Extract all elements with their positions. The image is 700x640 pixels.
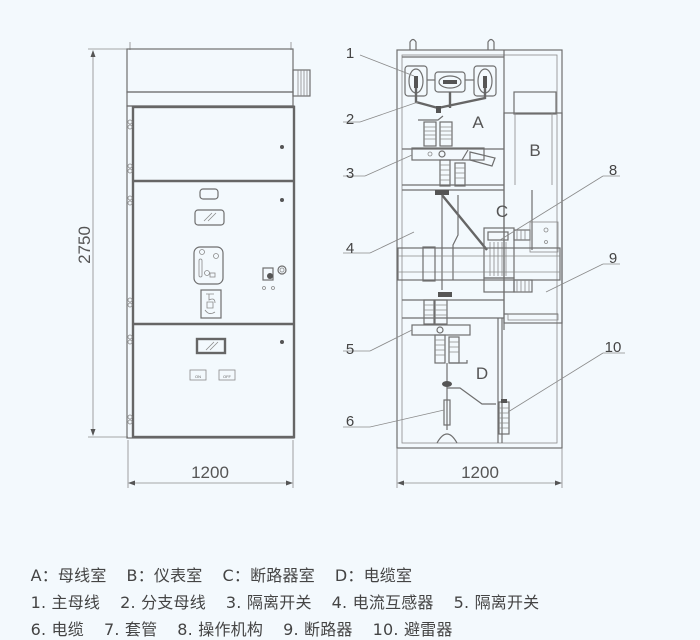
legend-item: 8. 操作机构 <box>177 620 264 639</box>
cable <box>436 363 496 444</box>
indicator-lamp <box>199 188 219 200</box>
compartment-label-c: C <box>496 202 508 221</box>
circuit-breaker <box>397 190 561 293</box>
side-width-dimension-label: 1200 <box>461 463 499 482</box>
legend-item: 5. 隔离开关 <box>453 593 540 612</box>
mimic-diagram <box>200 289 222 319</box>
off-button[interactable] <box>218 369 236 381</box>
branch-busbar <box>414 88 487 110</box>
front-view: 2750 <box>75 42 311 488</box>
legend-item: 6. 电缆 <box>30 620 84 639</box>
legend-item: 3. 隔离开关 <box>225 593 312 612</box>
legend-components-1: 1. 主母线 2. 分支母线 3. 隔离开关 4. 电流互感器 5. 隔离开关 <box>20 570 559 613</box>
on-button-label: ON <box>195 374 201 379</box>
compartment-label-d: D <box>476 364 488 383</box>
legend-item: 9. 断路器 <box>283 620 353 639</box>
legend-item: D：电缆室 <box>334 566 413 585</box>
callout-leaders <box>343 54 625 428</box>
side-view: A B C D 1 2 3 4 5 6 8 9 10 1200 <box>343 38 625 488</box>
earthing-switch-knob[interactable] <box>277 265 287 275</box>
legend-item: B：仪表室 <box>126 566 203 585</box>
callout-2: 2 <box>346 111 354 128</box>
callout-9: 9 <box>609 250 617 267</box>
on-button[interactable] <box>189 369 207 381</box>
legend-item: 4. 电流互感器 <box>331 593 434 612</box>
callout-3: 3 <box>346 165 354 182</box>
callout-5: 5 <box>346 341 354 358</box>
callout-6: 6 <box>346 413 354 430</box>
lifting-eyes <box>409 38 495 50</box>
operating-socket <box>262 267 274 281</box>
upper-isolator <box>402 115 504 187</box>
window-lower <box>195 337 227 355</box>
side-vent <box>292 69 311 97</box>
height-dimension-label: 2750 <box>75 226 94 264</box>
compartment-label-b: B <box>529 141 540 160</box>
legend-item: 7. 套管 <box>103 620 158 639</box>
cabinet-body <box>126 105 295 439</box>
main-busbar-insulators <box>404 65 497 97</box>
legend-item: 1. 主母线 <box>30 593 101 612</box>
legend-components-2: 6. 电缆 7. 套管 8. 操作机构 9. 断路器 10. 避雷器 <box>20 597 473 640</box>
mechanical-interlock-panel <box>193 246 224 285</box>
legend-item: C：断路器室 <box>222 566 315 585</box>
callout-8: 8 <box>609 162 617 179</box>
callout-4: 4 <box>346 240 354 257</box>
busbar-top-box <box>126 48 294 93</box>
legend-item: A：母线室 <box>30 566 107 585</box>
legend-compartments: A：母线室 B：仪表室 C：断路器室 D：电缆室 <box>20 543 432 586</box>
surge-arrester <box>498 399 510 435</box>
callout-10: 10 <box>605 339 622 356</box>
window-upper <box>194 209 225 226</box>
off-button-label: OFF <box>223 374 232 379</box>
legend-item: 2. 分支母线 <box>120 593 206 612</box>
lower-isolator <box>402 292 504 364</box>
front-width-dimension-label: 1200 <box>191 463 229 482</box>
compartment-label-a: A <box>472 113 484 132</box>
callout-1: 1 <box>346 45 354 62</box>
legend-item: 10. 避雷器 <box>372 620 453 639</box>
